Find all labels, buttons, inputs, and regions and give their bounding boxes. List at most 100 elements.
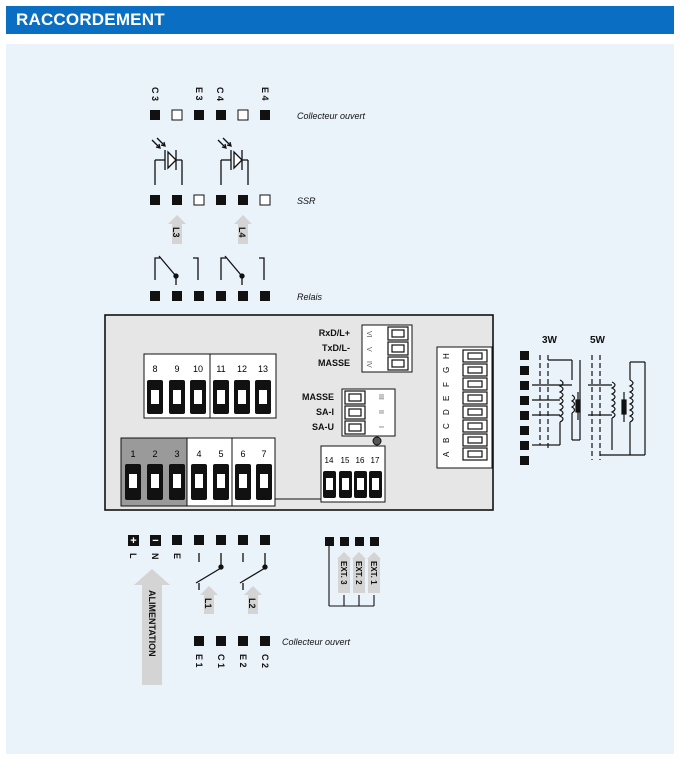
plus-symbol: + bbox=[130, 535, 136, 547]
screw-icon bbox=[372, 436, 382, 446]
terminal-num-8: 8 bbox=[152, 364, 157, 374]
terminals-1-7: 1 2 3 4 5 6 7 bbox=[120, 437, 325, 507]
terminal-square bbox=[150, 195, 160, 205]
terminal-square bbox=[194, 535, 204, 545]
sensor-label-5w: 5W bbox=[590, 335, 606, 346]
terminals-8-13: 8 9 10 11 12 13 bbox=[143, 353, 277, 419]
page-title: RACCORDEMENT bbox=[16, 10, 165, 29]
comm-label-rxd: RxD/L+ bbox=[319, 328, 350, 338]
arrow-shape-l3 bbox=[168, 215, 186, 244]
terminal-num-16: 16 bbox=[356, 456, 365, 465]
power-label-e: E bbox=[172, 553, 182, 559]
screw-terminal-inner bbox=[391, 344, 405, 353]
power-label-l: L bbox=[128, 553, 138, 559]
oc-label-c3: C 3 bbox=[150, 87, 160, 101]
terminal-num-15: 15 bbox=[341, 456, 350, 465]
device-board: RxD/L+ TxD/L- MASSE VI V IV MASSE SA-I S… bbox=[104, 314, 494, 511]
screw-terminal-inner bbox=[391, 359, 405, 368]
sensor-letter-c: C bbox=[442, 423, 451, 429]
lvdt-5w-icon bbox=[588, 355, 646, 460]
power-arrow-label: ALIMENTATION bbox=[147, 590, 157, 657]
terminal-square bbox=[520, 456, 529, 465]
terminal-square-empty bbox=[171, 109, 183, 121]
screw-terminal-inner bbox=[348, 408, 362, 417]
ssr-symbol-l3 bbox=[151, 137, 183, 185]
terminal-square bbox=[325, 537, 334, 546]
terminal-num-4: 4 bbox=[196, 449, 201, 459]
comm-pin-iv: IV bbox=[365, 361, 372, 368]
comm-label-masse: MASSE bbox=[318, 358, 350, 368]
relay-arrows-top: L3 L4 bbox=[168, 215, 252, 244]
sensor-letter-f: F bbox=[442, 382, 451, 387]
terminal-square bbox=[172, 291, 182, 301]
terminal-num-17: 17 bbox=[371, 456, 380, 465]
relay-terminal-row: Relais bbox=[150, 291, 323, 302]
terminal-square bbox=[260, 535, 270, 545]
sensor-label-3w: 3W bbox=[542, 335, 558, 346]
terminal-square bbox=[216, 636, 226, 646]
ssr-caption: SSR bbox=[297, 196, 316, 206]
terminal-square-minus bbox=[150, 535, 161, 546]
bottom-power-group: + − L N E L1 L2 ALIMENTATION bbox=[128, 535, 351, 685]
analog-pin-ii: II bbox=[377, 410, 384, 414]
relay-contacts-top bbox=[154, 255, 265, 285]
terminal-num-11: 11 bbox=[216, 364, 225, 374]
oc-label-c1: C 1 bbox=[216, 654, 226, 668]
arrow-shape-l1 bbox=[200, 586, 218, 614]
sensor-letter-g: G bbox=[442, 367, 451, 373]
comm-pin-vi: VI bbox=[365, 331, 372, 338]
oc-bottom-caption: Collecteur ouvert bbox=[282, 637, 351, 647]
oc-top-caption: Collecteur ouvert bbox=[297, 111, 366, 121]
comm-label-txd: TxD/L- bbox=[322, 343, 350, 353]
power-arrow-shape bbox=[134, 569, 170, 685]
terminal-square bbox=[520, 441, 529, 450]
analog-pin-i: I bbox=[377, 426, 384, 428]
screw-terminal-inner bbox=[348, 423, 362, 432]
sensor-letter-e: E bbox=[442, 396, 451, 401]
top-open-collector-group: C 3 E 3 C 4 E 4 Collecteur ouvert bbox=[150, 87, 366, 121]
terminal-num-2: 2 bbox=[152, 449, 157, 459]
relay-contacts-bottom bbox=[195, 553, 268, 590]
oc-top-labels: C 3 E 3 C 4 E 4 bbox=[150, 87, 270, 101]
terminal-num-3: 3 bbox=[174, 449, 179, 459]
ext-label-1: EXT. 1 bbox=[369, 561, 378, 585]
arrow-label-l3: L3 bbox=[171, 227, 181, 238]
terminal-square bbox=[370, 537, 379, 546]
sensor-wiring: 3W 5W bbox=[520, 335, 646, 465]
terminal-square bbox=[216, 535, 226, 545]
terminal-num-14: 14 bbox=[325, 456, 334, 465]
ext-inputs-group: EXT. 3 EXT. 2 EXT. 1 bbox=[325, 537, 381, 607]
arrow-label-l4: L4 bbox=[237, 227, 247, 238]
terminals-a-h: A B C D E F G H bbox=[436, 346, 493, 469]
relay-caption: Relais bbox=[297, 292, 323, 302]
lvdt-3w-icon bbox=[532, 355, 581, 450]
terminal-square bbox=[194, 110, 204, 120]
oc-label-e3: E 3 bbox=[194, 87, 204, 101]
analog-block: MASSE SA-I SA-U III II I bbox=[302, 388, 396, 446]
terminal-square bbox=[520, 411, 529, 420]
terminal-square-empty bbox=[259, 194, 271, 206]
terminal-square bbox=[520, 366, 529, 375]
terminal-num-7: 7 bbox=[261, 449, 266, 459]
terminal-square bbox=[260, 636, 270, 646]
comm-block: RxD/L+ TxD/L- MASSE VI V IV bbox=[318, 324, 413, 373]
oc-label-e4: E 4 bbox=[260, 87, 270, 101]
terminal-num-6: 6 bbox=[240, 449, 245, 459]
terminal-square bbox=[150, 110, 160, 120]
terminal-num-10: 10 bbox=[193, 364, 203, 374]
terminal-square bbox=[520, 381, 529, 390]
ssr-group bbox=[151, 137, 249, 185]
terminal-num-12: 12 bbox=[237, 364, 247, 374]
terminal-square bbox=[260, 110, 270, 120]
terminal-square bbox=[238, 535, 248, 545]
terminal-num-13: 13 bbox=[258, 364, 268, 374]
terminal-square bbox=[216, 195, 226, 205]
terminal-square bbox=[172, 195, 182, 205]
power-label-n: N bbox=[150, 553, 160, 560]
analog-label-masse: MASSE bbox=[302, 392, 334, 402]
sensor-letter-b: B bbox=[442, 438, 451, 443]
oc-label-e1: E 1 bbox=[194, 654, 204, 668]
terminal-square-empty bbox=[193, 194, 205, 206]
terminal-square bbox=[355, 537, 364, 546]
